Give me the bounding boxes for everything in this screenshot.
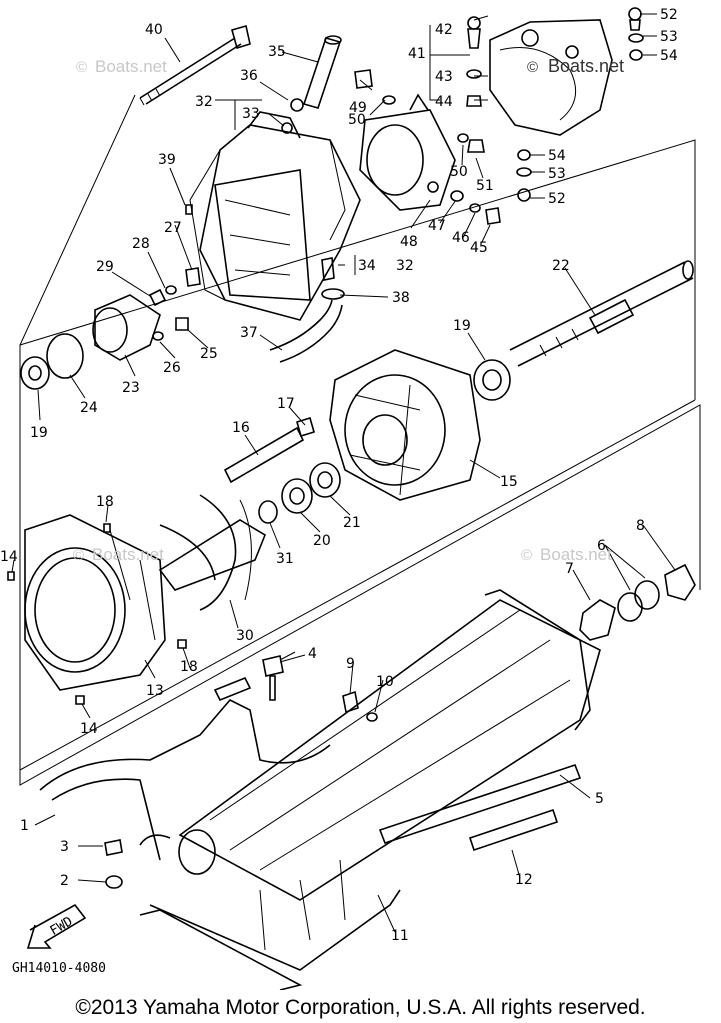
callout-34: 34 (358, 258, 376, 274)
callout-22: 22 (552, 258, 570, 274)
callout-16: 16 (232, 420, 250, 436)
callout-53-top: 53 (660, 29, 678, 45)
rear-cap-parts (579, 563, 696, 641)
watermark-top-right: Boats.net (548, 56, 624, 76)
callout-32-right: 32 (396, 258, 414, 274)
exploded-parts-diagram: 40 35 36 32 32 32 33 41 42 43 44 52 53 5… (0, 7, 701, 990)
impeller (158, 494, 266, 611)
callout-18-bottom: 18 (180, 659, 198, 675)
copyright-symbol-4: © (521, 547, 532, 564)
callout-52-mid: 52 (548, 191, 566, 207)
callout-14-bottom: 14 (80, 721, 98, 737)
callout-6: 6 (597, 538, 606, 554)
callout-32a: 32 (195, 94, 213, 110)
callout-28: 28 (132, 236, 150, 252)
callout-7: 7 (565, 561, 574, 577)
hose-and-clamp (269, 257, 345, 363)
callout-54-top: 54 (660, 48, 678, 64)
callout-2: 2 (60, 873, 69, 889)
callout-49: 49 (349, 100, 367, 116)
intake-duct (7, 514, 187, 705)
pipe-part (281, 35, 342, 134)
callout-17: 17 (277, 396, 295, 412)
callout-27: 27 (164, 220, 182, 236)
watermark-middle: Boats.net (92, 545, 164, 564)
callout-4: 4 (308, 646, 317, 662)
callout-36: 36 (240, 68, 258, 84)
intake-cap (20, 204, 201, 390)
bearing-19-upper (473, 359, 511, 401)
frame-lines (19, 94, 701, 786)
callout-46: 46 (452, 230, 470, 246)
callout-35: 35 (268, 44, 286, 60)
callout-10: 10 (376, 674, 394, 690)
callout-1: 1 (20, 818, 29, 834)
drawing-code: GH14010-4080 (12, 961, 106, 976)
callout-19-left: 19 (30, 425, 48, 441)
copyright-symbol-1: © (76, 59, 87, 76)
small-hardware-top (354, 7, 644, 225)
steering-nozzle (359, 93, 456, 211)
callout-13-label: 13 (146, 683, 164, 699)
hull-small-parts (104, 655, 378, 889)
callout-54-mid: 54 (548, 148, 566, 164)
watermark-right: Boats.net (540, 545, 612, 564)
callout-31: 31 (276, 551, 294, 567)
strip-parts (378, 763, 582, 852)
nozzle-housing (189, 111, 361, 321)
callout-21: 21 (343, 515, 361, 531)
callout-3: 3 (60, 839, 69, 855)
callout-45: 45 (470, 240, 488, 256)
copyright-symbol-2: © (527, 59, 538, 76)
watermark-top-left: Boats.net (95, 57, 167, 76)
callout-50-left: 50 (348, 112, 366, 128)
leader-lines (11, 13, 676, 933)
pump-housing (329, 349, 481, 501)
callout-52-top: 52 (660, 7, 678, 23)
callout-29: 29 (96, 259, 114, 275)
callout-labels: 40 35 36 32 32 32 33 41 42 43 44 52 53 5… (0, 7, 678, 944)
callout-23: 23 (122, 380, 140, 396)
copyright-symbol-3: © (73, 547, 84, 564)
callout-12-text: 12 (515, 872, 533, 888)
callout-39: 39 (158, 152, 176, 168)
callout-50-right: 50 (450, 164, 468, 180)
callout-18-top: 18 (96, 494, 114, 510)
callout-48: 48 (400, 234, 418, 250)
watermarks: Boats.net Boats.net Boats.net Boats.net … (73, 56, 624, 564)
shaft-pipe (223, 416, 315, 484)
callout-5: 5 (595, 791, 604, 807)
callout-43: 43 (435, 69, 453, 85)
callout-19-right: 19 (453, 318, 471, 334)
steering-bolt (139, 24, 251, 106)
fwd-arrow (26, 903, 87, 949)
copyright-notice: ©2013 Yamaha Motor Corporation, U.S.A. A… (75, 996, 646, 1019)
callout-20: 20 (313, 533, 331, 549)
callout-25: 25 (200, 346, 218, 362)
callout-33: 33 (242, 106, 260, 122)
callout-24: 24 (80, 400, 98, 416)
callout-42: 42 (435, 22, 453, 38)
callout-labels-extra: 12 14 35 (515, 872, 533, 888)
callout-37: 37 (240, 325, 258, 341)
callout-8: 8 (636, 518, 645, 534)
callout-40: 40 (145, 22, 163, 38)
callout-53-mid: 53 (548, 166, 566, 182)
callout-9: 9 (346, 656, 355, 672)
callout-11: 11 (391, 928, 409, 944)
callout-15: 15 (500, 474, 518, 490)
callout-14-top: 14 (0, 549, 18, 565)
callout-38: 38 (392, 290, 410, 306)
callout-44: 44 (435, 94, 453, 110)
hull-duct (39, 589, 601, 990)
reverse-gate (489, 19, 613, 136)
drive-shaft (509, 260, 694, 367)
bearings-and-spacer (258, 462, 341, 524)
callout-51: 51 (476, 178, 494, 194)
callout-41: 41 (408, 46, 426, 62)
callout-26: 26 (163, 360, 181, 376)
callout-30-label: 30 (236, 628, 254, 644)
callout-47: 47 (428, 218, 446, 234)
